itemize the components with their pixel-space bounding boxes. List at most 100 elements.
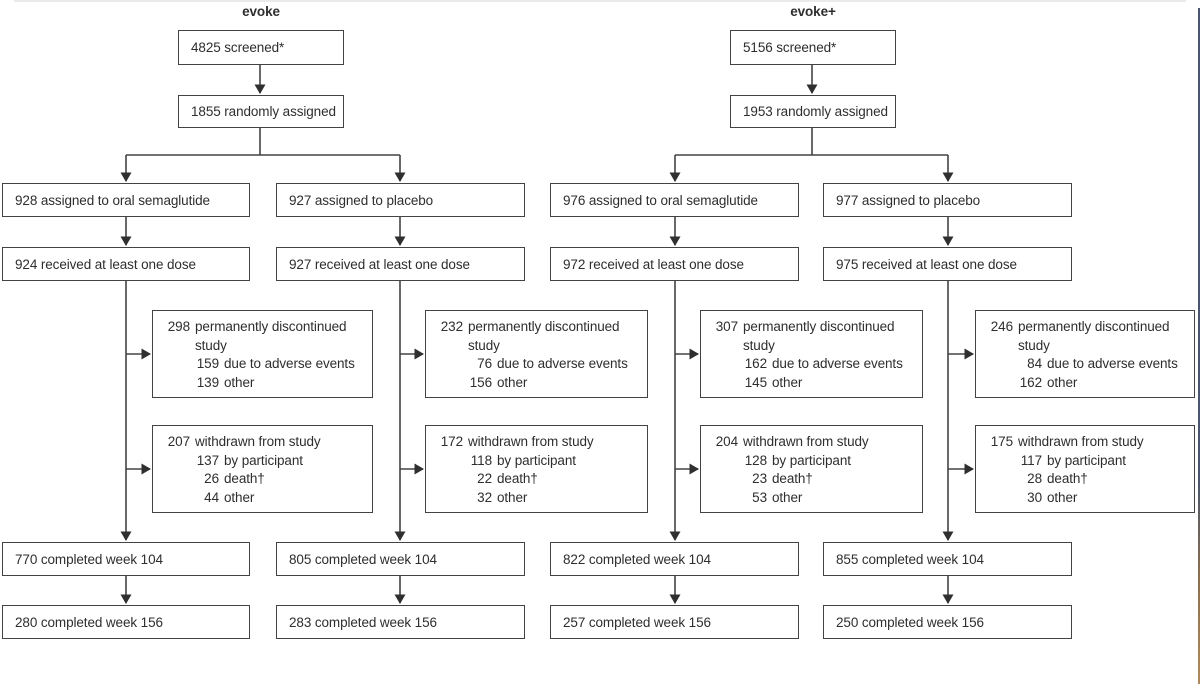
withdrawn-main-line: 172 withdrawn from study [439,433,641,452]
week156-text: 257 completed week 156 [563,614,711,630]
withdrawn-box-evoke-semaglutide: 207 withdrawn from study 137 by particip… [152,425,373,513]
randomized-box-evoke: 1855 randomly assigned [178,95,344,128]
withdrawn-box-evokeplus-semaglutide: 204 withdrawn from study 128 by particip… [700,425,923,513]
label: death† [224,471,265,487]
discontinued-box-evoke-semaglutide: 298 permanently discontinued study 159 d… [152,310,373,398]
withdrawn-sub-line: 32 other [468,489,641,508]
label: other [497,374,528,390]
label: due to adverse events [497,356,628,372]
count: 137 [196,452,219,468]
label: other [497,489,528,505]
received-box-evokeplus-semaglutide: 972 received at least one dose [550,247,799,281]
received-box-evoke-placebo: 927 received at least one dose [276,247,525,281]
randomized-text: 1953 randomly assigned [743,104,888,119]
assigned-text: 976 assigned to oral semaglutide [563,192,758,208]
discontinued-sub-line: 159 due to adverse events [195,355,366,374]
withdrawn-box-evoke-placebo: 172 withdrawn from study 118 by particip… [425,425,648,513]
trial-title-evoke-plus: evoke+ [790,4,836,19]
count: 117 [1020,452,1042,468]
screened-box-evoke: 4825 screened* [178,30,344,65]
count: 23 [752,471,767,487]
count: 30 [1027,489,1042,505]
discontinued-box-evokeplus-placebo: 246 permanently discontinued study 84 du… [975,310,1195,398]
right-edge-line [1198,8,1200,684]
week104-box-evoke-semaglutide: 770 completed week 104 [2,542,250,576]
withdrawn-sub-line: 23 death† [743,470,916,489]
count: 26 [204,471,219,487]
week156-text: 283 completed week 156 [289,614,437,630]
withdrawn-sub-line: 26 death† [195,470,366,489]
connector-randomization-split [120,128,954,182]
label: other [772,374,803,390]
assigned-box-evoke-placebo: 927 assigned to placebo [276,183,525,217]
count: 118 [470,452,492,468]
week104-box-evokeplus-placebo: 855 completed week 104 [823,542,1072,576]
week104-box-evokeplus-semaglutide: 822 completed week 104 [550,542,799,576]
label: death† [1047,471,1088,487]
label: permanently discontinued study [195,319,347,353]
discontinued-main-line: 298 permanently discontinued study [166,318,366,355]
label: withdrawn from study [195,434,321,449]
discontinued-main-line: 246 permanently discontinued study [989,318,1188,355]
assigned-box-evokeplus-placebo: 977 assigned to placebo [823,183,1072,217]
week156-box-evoke-semaglutide: 280 completed week 156 [2,605,250,639]
count: 307 [715,319,738,334]
connector-received-to-week104 [120,281,954,541]
received-text: 927 received at least one dose [289,256,470,272]
label: by participant [1047,452,1126,468]
withdrawn-sub-line: 117 by participant [1018,452,1188,471]
count: 172 [440,434,463,449]
week104-text: 855 completed week 104 [836,551,984,567]
label: withdrawn from study [743,434,869,449]
assigned-box-evoke-semaglutide: 928 assigned to oral semaglutide [2,183,250,217]
discontinued-sub-line: 84 due to adverse events [1018,355,1188,374]
connector-assigned-to-received [120,217,954,246]
label: due to adverse events [772,356,903,372]
discontinued-sub-line: 162 other [1018,374,1188,393]
withdrawn-sub-line: 30 other [1018,489,1188,508]
week156-box-evokeplus-placebo: 250 completed week 156 [823,605,1072,639]
label: permanently discontinued study [743,319,895,353]
connector-screened-to-randomized [254,65,818,94]
received-text: 975 received at least one dose [836,256,1017,272]
discontinued-sub-line: 156 other [468,374,641,393]
screened-text: 5156 screened* [743,40,837,55]
count: 175 [990,434,1013,449]
received-text: 924 received at least one dose [15,256,196,272]
label: death† [772,471,813,487]
discontinued-main-line: 307 permanently discontinued study [714,318,916,355]
label: death† [497,471,538,487]
count: 32 [477,489,492,505]
discontinued-sub-line: 139 other [195,374,366,393]
week104-text: 770 completed week 104 [15,551,163,567]
count: 145 [744,374,767,390]
label: other [224,374,255,390]
withdrawn-main-line: 207 withdrawn from study [166,433,366,452]
week104-box-evoke-placebo: 805 completed week 104 [276,542,525,576]
withdrawn-box-evokeplus-placebo: 175 withdrawn from study 117 by particip… [975,425,1195,513]
label: other [772,489,803,505]
discontinued-sub-line: 162 due to adverse events [743,355,916,374]
label: due to adverse events [1047,356,1178,372]
count: 22 [477,471,492,487]
label: other [224,489,255,505]
count: 128 [744,452,767,468]
screened-text: 4825 screened* [191,40,285,55]
week156-text: 250 completed week 156 [836,614,984,630]
label: by participant [497,452,576,468]
label: by participant [772,452,851,468]
discontinued-box-evokeplus-semaglutide: 307 permanently discontinued study 162 d… [700,310,923,398]
received-text: 972 received at least one dose [563,256,744,272]
withdrawn-sub-line: 28 death† [1018,470,1188,489]
assigned-text: 977 assigned to placebo [836,192,981,208]
screened-box-evoke-plus: 5156 screened* [730,30,896,65]
count: 207 [167,434,190,449]
discontinued-sub-line: 145 other [743,374,916,393]
week156-text: 280 completed week 156 [15,614,163,630]
week104-text: 822 completed week 104 [563,551,711,567]
randomized-box-evoke-plus: 1953 randomly assigned [730,95,896,128]
count: 84 [1027,356,1042,372]
assigned-text: 928 assigned to oral semaglutide [15,192,210,208]
received-box-evoke-semaglutide: 924 received at least one dose [2,247,250,281]
